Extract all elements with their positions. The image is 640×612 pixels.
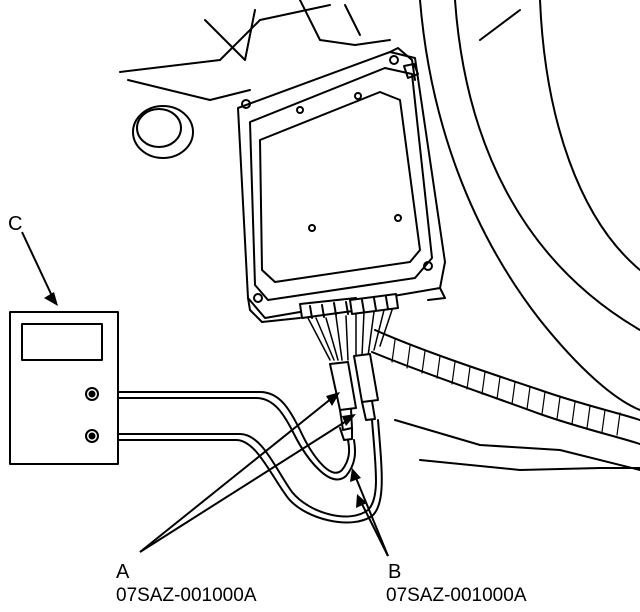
leader-line-b [355,477,389,557]
arrowhead-b-lower [356,494,367,508]
arrowhead-a-lower [342,414,356,426]
arrowhead-b-upper [350,468,361,482]
multimeter-icon [9,311,119,465]
connector-wires [307,309,393,361]
ecm-connector [299,293,399,319]
test-lead-upper [93,391,356,481]
leader-line-a [139,397,349,553]
label-b: B [388,561,402,583]
leader-line-c [21,231,53,297]
arrowhead-a-upper [326,392,340,406]
ecm-module-icon [237,47,446,323]
grommet-icon [132,105,194,159]
label-c: C [8,213,23,235]
arrowhead-c [44,292,58,306]
vehicle-body-panel [119,0,640,471]
part-number-b: 07SAZ-001000A [386,585,527,606]
backprobe-adapter-right [353,353,379,421]
part-number-a: 07SAZ-001000A [116,585,257,606]
wire-harness-icon [371,329,640,445]
label-a: A [116,561,130,583]
